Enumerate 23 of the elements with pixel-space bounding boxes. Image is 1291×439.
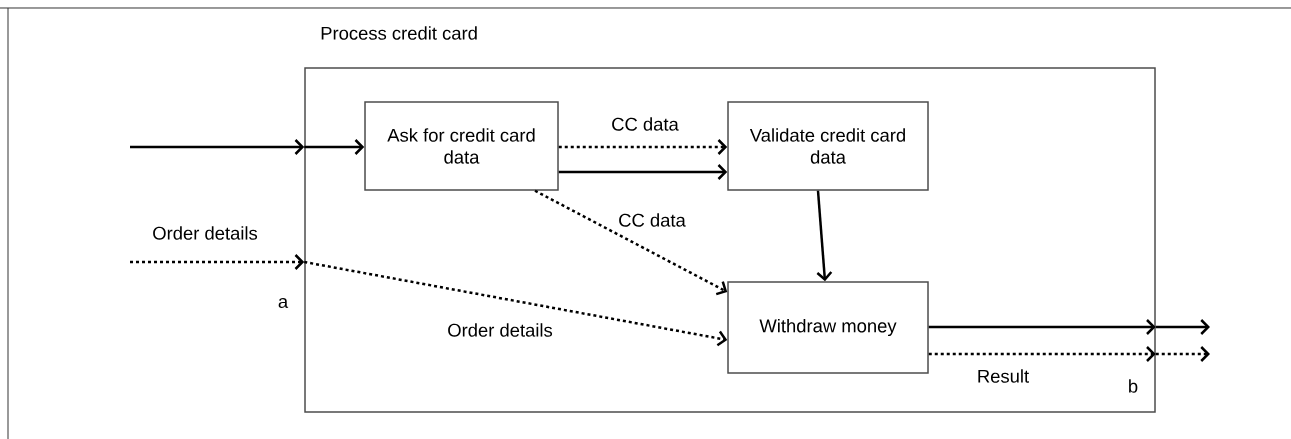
arrow (558, 164, 728, 180)
arrow (1155, 319, 1210, 335)
frame-title: Process credit card (321, 26, 477, 40)
arrow (130, 254, 305, 270)
arrow (928, 319, 1156, 335)
arrow (928, 346, 1156, 362)
edge-label: CC data (610, 116, 680, 132)
arrow (130, 139, 305, 155)
arrow (816, 190, 833, 282)
arrow (558, 139, 728, 155)
edge-label: Order details (151, 225, 259, 241)
process-box: Validate credit card data (727, 101, 929, 191)
process-box: Withdraw money (727, 281, 929, 374)
arrow (304, 139, 365, 155)
process-box: Ask for credit card data (364, 101, 559, 191)
edge-label: CC data (617, 212, 687, 228)
edge-label: Result (975, 368, 1031, 384)
arrow (304, 260, 728, 347)
edge-label: Order details (446, 322, 554, 338)
arrow (1155, 346, 1210, 362)
port-label: a (278, 297, 289, 309)
port-label: b (1129, 379, 1138, 393)
arrow (534, 189, 728, 296)
